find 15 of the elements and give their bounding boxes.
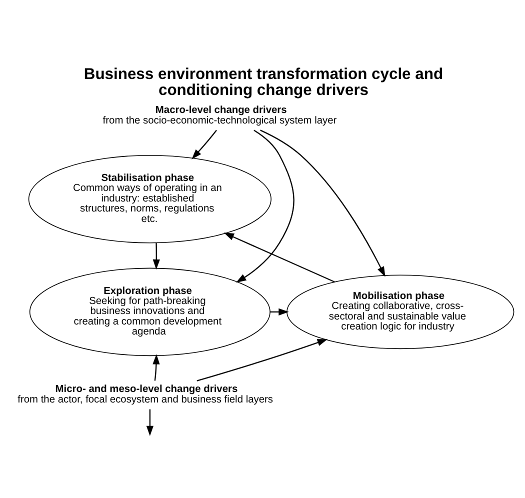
arrow xyxy=(196,338,328,381)
diagram-title: Business environment transformation cycle and conditioning change drivers xyxy=(84,66,444,98)
arrow xyxy=(152,242,160,270)
node-ellipse: Mobilisation phase Creating collaborative, cross-sectoral and sustainable value creation logic for industry xyxy=(286,274,514,349)
node-text: Micro- and meso-level change drivers from the actor, focal ecosystem and business field layers xyxy=(18,384,274,405)
arrow xyxy=(260,129,386,276)
node-ellipse: Stabilisation phase Common ways of operating in an industry: established structures, norms, regulations etc. xyxy=(28,154,272,243)
arrow xyxy=(152,354,160,380)
arrow xyxy=(270,308,289,315)
arrow xyxy=(236,129,294,282)
arrow xyxy=(146,408,154,436)
node-text: Macro-level change drivers from the socio-economic-technological system layer xyxy=(102,104,337,126)
arrow xyxy=(192,129,217,159)
node-ellipse: Exploration phase Seeking for path-breaking business innovations and creating a common development agenda xyxy=(29,267,270,356)
arrow xyxy=(224,232,336,282)
